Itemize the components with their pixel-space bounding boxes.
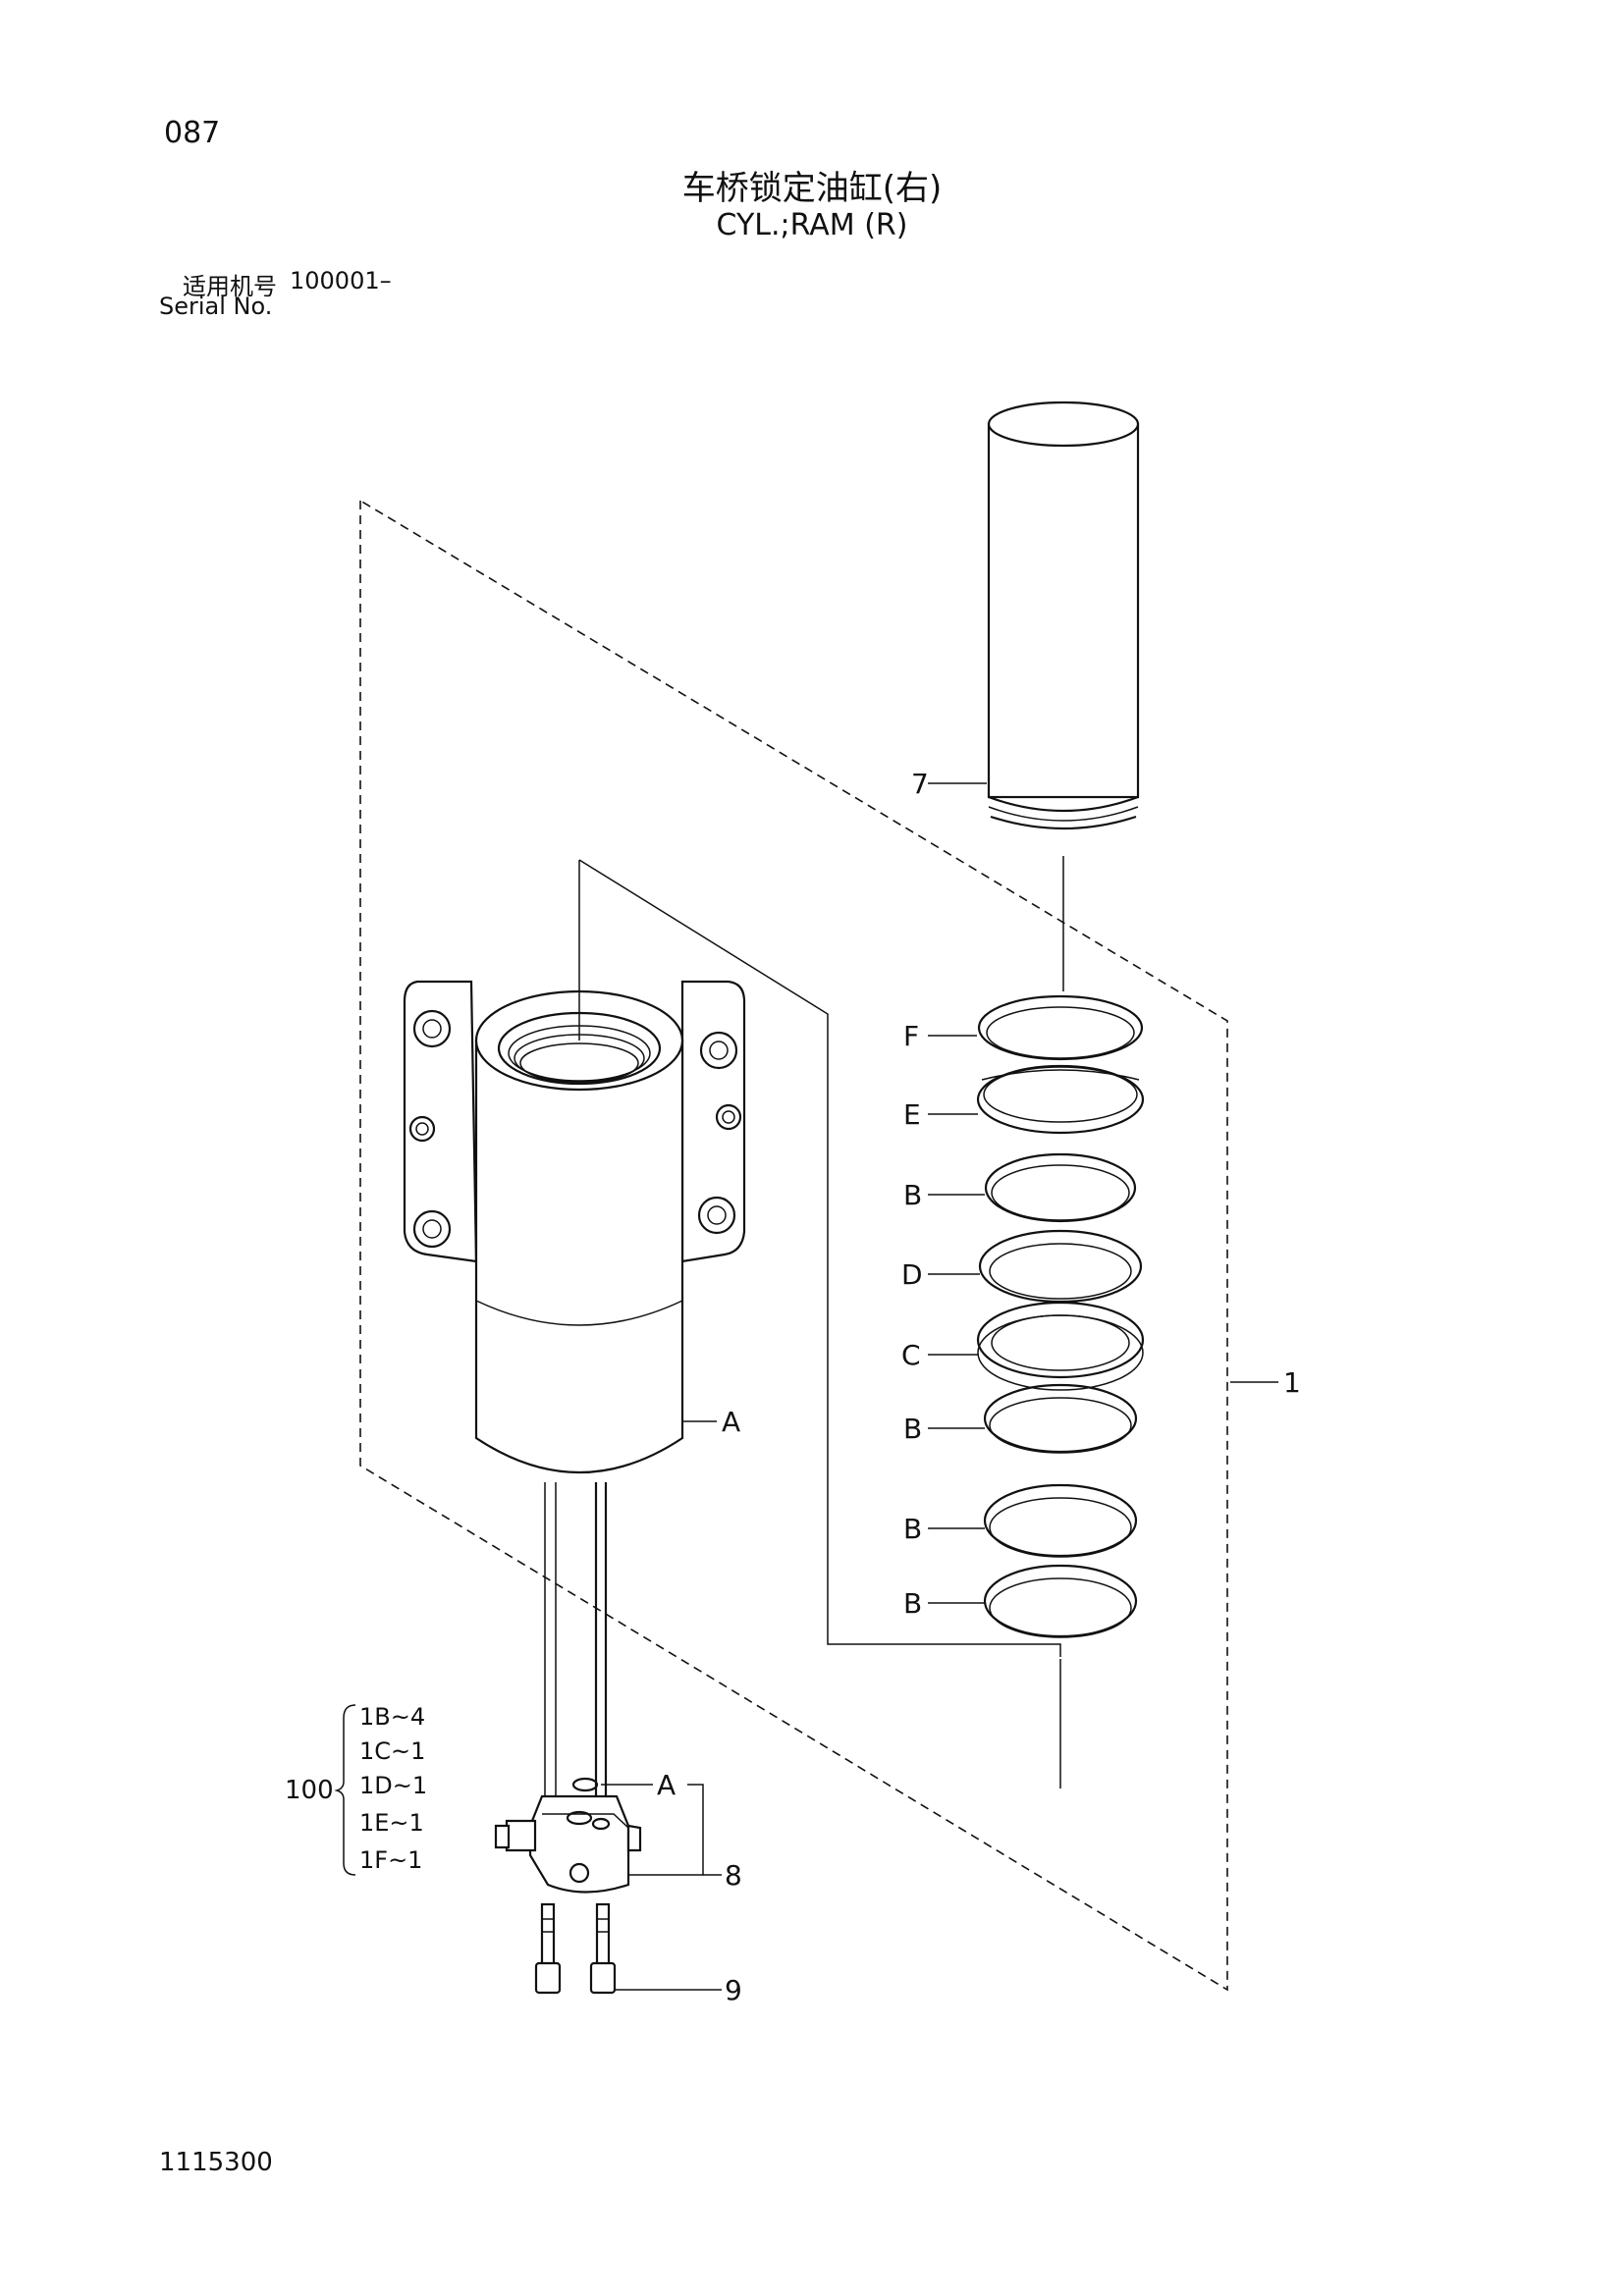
callout-ring-d: D	[901, 1258, 923, 1291]
callout-part-7: 7	[911, 768, 929, 800]
callout-ring-c: C	[901, 1339, 921, 1371]
callout-ring-f: F	[903, 1020, 919, 1052]
drawing-code: 1115300	[159, 2148, 273, 2177]
kit-item: 1B~4	[359, 1703, 425, 1731]
callout-block-a: A	[657, 1769, 676, 1801]
kit-contents-list: 1B~4 1C~1 1D~1 1E~1 1F~1	[359, 1703, 427, 1874]
page-title-chinese: 车桥锁定油缸(右)	[681, 169, 943, 208]
kit-item: 1C~1	[359, 1737, 425, 1765]
callout-assembly-1: 1	[1283, 1366, 1301, 1399]
callout-ring-b3: B	[903, 1513, 922, 1545]
callout-kit-100: 100	[285, 1776, 334, 1805]
page-number: 087	[164, 116, 221, 150]
seal-group-frame	[578, 859, 1061, 1657]
callout-ring-b2: B	[903, 1413, 922, 1445]
page-title-english: CYL.;RAM (R)	[716, 208, 908, 242]
kit-brace	[334, 1704, 356, 1876]
cylinder-tube	[403, 980, 746, 1474]
callout-ring-b1: B	[903, 1179, 922, 1211]
serial-label-english: Serial No.	[159, 293, 273, 320]
manifold-block	[494, 1777, 642, 1894]
piston-rod	[987, 400, 1140, 830]
serial-label-chinese: 适用机号	[183, 273, 277, 300]
callout-ring-e: E	[903, 1098, 921, 1131]
kit-item: 1E~1	[359, 1809, 424, 1837]
callout-part-9: 9	[725, 1974, 742, 2006]
bracket-part-8	[628, 1784, 704, 1876]
serial-range: 100001–	[290, 267, 392, 294]
bolts	[534, 1902, 617, 1995]
oil-pipes	[544, 1482, 608, 1796]
kit-item: 1D~1	[359, 1772, 427, 1799]
callout-tube-a: A	[722, 1406, 740, 1438]
kit-item: 1F~1	[359, 1846, 422, 1874]
seal-rings	[976, 994, 1145, 1638]
assembly-boundary-dashed	[359, 499, 1228, 1992]
callout-part-8: 8	[725, 1859, 742, 1892]
callout-ring-b4: B	[903, 1587, 922, 1620]
